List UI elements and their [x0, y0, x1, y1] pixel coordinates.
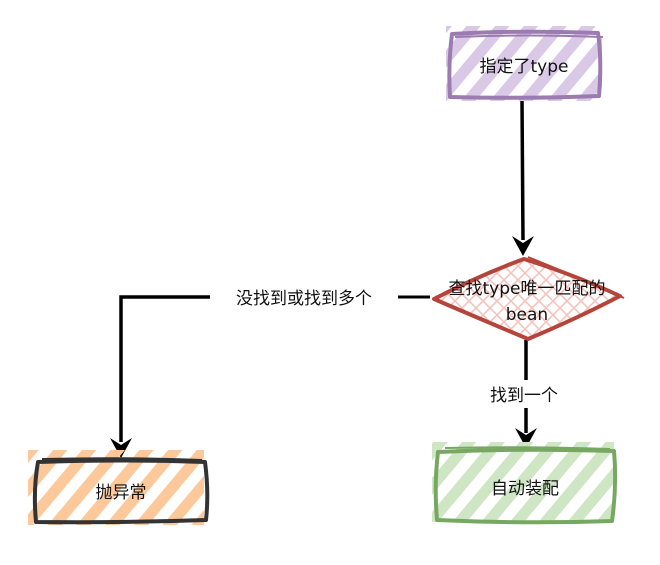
edge-lookup-to-autowire: 找到一个 [490, 340, 558, 448]
node-type-specified[interactable]: 指定了type [446, 26, 604, 101]
arrowhead-icon [515, 428, 537, 448]
edge-label-found-one: 找到一个 [490, 386, 558, 406]
node-label: 抛异常 [96, 483, 147, 503]
node-border [433, 447, 618, 525]
node-border [32, 458, 210, 525]
arrowhead-icon [512, 236, 534, 256]
edge-label-not-found-or-multiple: 没找到或找到多个 [236, 289, 372, 309]
node-find-unique-bean[interactable]: 查找type唯一匹配的 bean [432, 256, 625, 341]
node-label: 自动装配 [491, 479, 559, 499]
edge-line [119, 295, 210, 442]
node-autowire[interactable]: 自动装配 [432, 442, 618, 525]
node-border-sketch [41, 457, 203, 461]
edge-type-to-lookup [512, 99, 534, 256]
node-border [447, 29, 603, 100]
edge-lookup-to-exception: 没找到或找到多个 [110, 289, 430, 458]
arrowhead-icon [110, 438, 132, 458]
node-label-line-2: bean [506, 305, 548, 325]
node-border-sketch [444, 446, 611, 450]
node-throw-exception[interactable]: 抛异常 [28, 450, 210, 525]
edge-line [520, 99, 525, 241]
node-label: 指定了type [480, 57, 569, 77]
node-label-line-1: 查找type唯一匹配的 [449, 279, 606, 299]
node-border-sketch [454, 34, 604, 38]
node-border-sketch [527, 256, 625, 299]
